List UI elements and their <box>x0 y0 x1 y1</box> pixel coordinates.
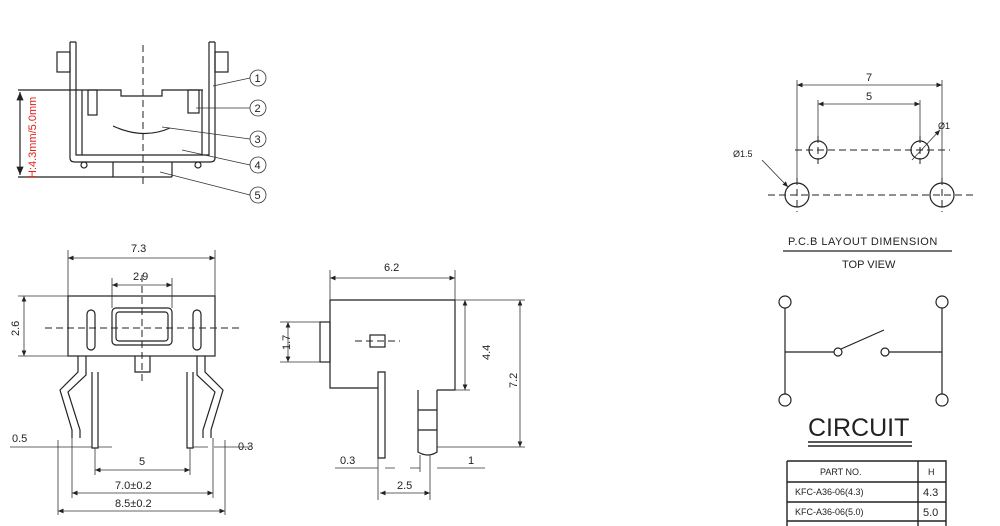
table-cell: 5.0 <box>923 507 938 519</box>
dimension-label: 0.3 <box>238 441 253 453</box>
table-cell: 4.3 <box>923 487 938 499</box>
callout-1: 1 <box>249 69 267 87</box>
dimension-label: 7 <box>866 72 872 84</box>
callout-3: 3 <box>249 130 267 148</box>
callout-5: 5 <box>249 186 267 204</box>
pcb-layout: 7 5 Ø1 Ø1.5 P.C.B LAYOUT DIMENSION TOP V… <box>733 72 975 271</box>
dimension-label: 1 <box>255 73 261 85</box>
height-label: H:4.3mm/5.0mm <box>27 97 39 178</box>
dimension-label: 4.4 <box>481 345 493 360</box>
pcb-hole-large <box>929 182 955 208</box>
dimension-label: 5 <box>255 190 261 202</box>
dimension-label: 2.5 <box>397 480 412 492</box>
dimension-label: 5 <box>866 91 872 103</box>
dimension-label: 4 <box>255 160 261 172</box>
dimension-label: 6.2 <box>384 262 399 274</box>
circuit-diagram: CIRCUIT <box>778 295 949 447</box>
pcb-hole-large <box>784 182 810 208</box>
pcb-hole-small <box>910 140 930 160</box>
dimension-label: 2.6 <box>10 321 22 336</box>
dimension-label: 0.5 <box>12 433 27 445</box>
table-cell: KFC-A36-06(5.0) <box>795 507 864 517</box>
dimension-label: 1 <box>468 455 474 467</box>
front-view: 7.3 2.9 2.6 0.5 0.3 5 7.0±0.2 8.5±0.2 <box>10 243 253 515</box>
circuit-title: CIRCUIT <box>808 414 909 442</box>
dimension-label: 1.7 <box>281 335 293 350</box>
callout-4: 4 <box>249 156 267 174</box>
dimension-label: Ø1 <box>938 121 950 131</box>
dimension-label: 2.9 <box>133 271 148 283</box>
dimension-label: 2 <box>255 103 261 115</box>
pcb-subtitle: TOP VIEW <box>842 259 896 271</box>
header-h: H <box>928 467 935 477</box>
dimension-label: 7.2 <box>508 373 520 388</box>
dimension-label: 7.3 <box>131 243 146 255</box>
dimension-label: 3 <box>255 134 261 146</box>
pcb-hole-small <box>808 140 828 160</box>
dimension-label: 5 <box>139 456 145 468</box>
top-view: H:4.3mm/5.0mm 1 2 3 4 5 <box>16 41 267 204</box>
side-view: 6.2 1.7 4.4 7.2 0.3 1 2.5 <box>280 262 525 500</box>
callout-2: 2 <box>249 99 267 117</box>
header-part-no: PART NO. <box>820 467 862 477</box>
dimension-label: 8.5±0.2 <box>115 498 152 510</box>
pcb-title: P.C.B LAYOUT DIMENSION <box>788 236 938 248</box>
table-cell: KFC-A36-06(4.3) <box>795 487 864 497</box>
dimension-label: 7.0±0.2 <box>115 480 152 492</box>
parts-table: PART NO. H KFC-A36-06(4.3) 4.3 KFC-A36-0… <box>786 460 947 526</box>
dimension-label: 0.3 <box>340 455 355 467</box>
dimension-label: Ø1.5 <box>733 149 753 159</box>
